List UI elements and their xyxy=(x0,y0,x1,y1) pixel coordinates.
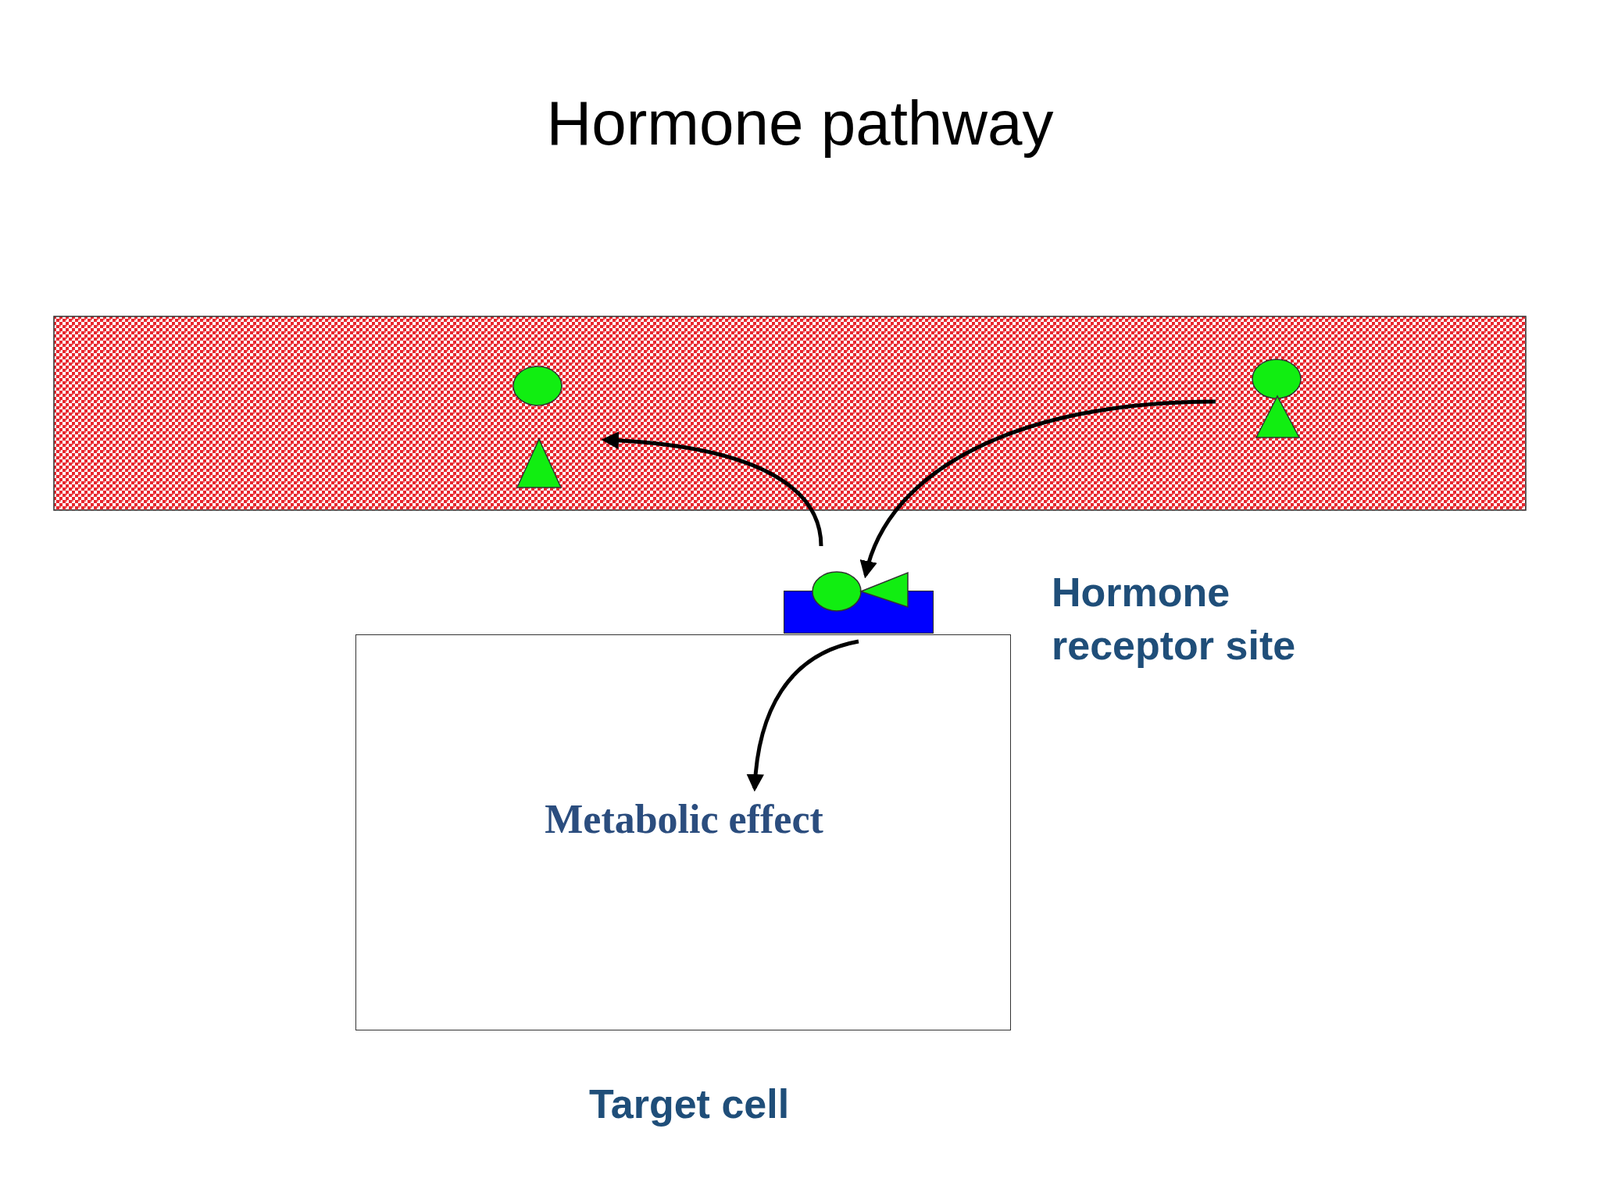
release-arrow xyxy=(604,439,822,547)
hormone-circle xyxy=(812,571,861,611)
node-label: Target cell xyxy=(356,1078,1022,1129)
binding-arrow xyxy=(865,401,1216,575)
node-label: Hormone receptor site xyxy=(1051,565,1341,672)
effect-arrow xyxy=(754,641,859,789)
hormone-circle xyxy=(1252,359,1301,399)
title: Hormone pathway xyxy=(0,84,1600,163)
carrier-triangle xyxy=(860,572,908,608)
effect-label: Metabolic effect xyxy=(356,794,1012,845)
target-cell: Metabolic effectTarget cell xyxy=(355,634,1011,1031)
hormone-circle xyxy=(513,366,562,406)
carrier-triangle xyxy=(1256,396,1300,438)
blood-vessel-band xyxy=(53,316,1526,511)
carrier-triangle xyxy=(517,439,561,488)
receptor-site: Hormone receptor site xyxy=(783,590,934,634)
